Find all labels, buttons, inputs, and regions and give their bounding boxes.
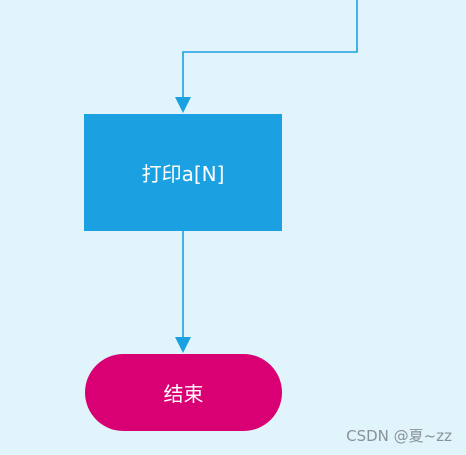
arrowhead-to-end (175, 337, 191, 353)
watermark: CSDN @夏~zz (346, 427, 452, 445)
arrowhead-to-print (175, 97, 191, 113)
connector-from-above (182, 0, 358, 98)
terminal-node-end-label: 结束 (163, 382, 204, 406)
process-node-print-label: 打印a[N] (141, 162, 225, 186)
process-node-print[interactable]: 打印a[N] (84, 114, 282, 231)
terminal-node-end[interactable]: 结束 (85, 354, 282, 431)
